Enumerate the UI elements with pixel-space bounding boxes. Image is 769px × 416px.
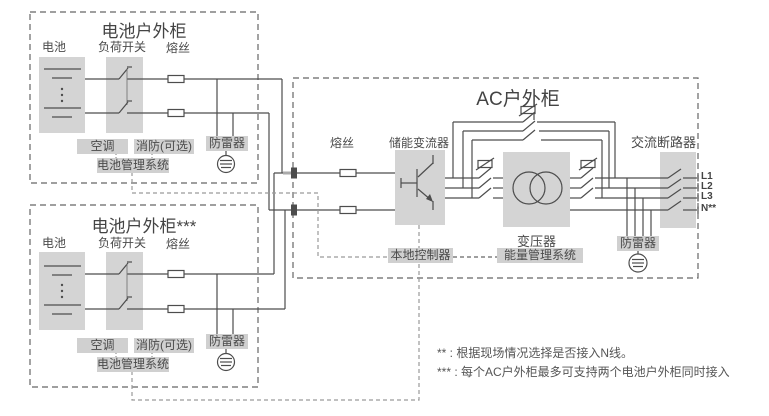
transformer-input-switch-symbol bbox=[475, 157, 495, 199]
battery1-symbol bbox=[44, 68, 81, 118]
footnote-n-line: ** : 根据现场情况选择是否接入N线。 bbox=[437, 346, 634, 360]
pcs-block bbox=[395, 150, 445, 225]
fuse2-label: 熔丝 bbox=[166, 237, 191, 251]
terminal-label-l1: L1 bbox=[701, 171, 713, 182]
ac-breaker-block bbox=[660, 152, 696, 228]
arrester1-symbol bbox=[216, 79, 236, 174]
dc-terminal-minus bbox=[291, 204, 297, 216]
bms2-to-controller-link bbox=[131, 263, 420, 401]
battery2-label: 电池 bbox=[42, 236, 67, 250]
terminal-label-l2: L2 bbox=[701, 181, 713, 192]
ems-label: 能量管理系统 bbox=[497, 248, 583, 263]
local-controller-label: 本地控制器 bbox=[388, 248, 453, 263]
battery1-label: 电池 bbox=[42, 40, 67, 54]
comm-links bbox=[131, 172, 497, 401]
ac-dc-input-lines bbox=[297, 168, 395, 215]
aircon1-label: 空调 bbox=[77, 139, 128, 154]
fuse-symbol bbox=[167, 108, 185, 118]
fuse-symbol bbox=[167, 74, 185, 84]
fuse-symbol bbox=[167, 304, 185, 314]
footnote-cabinets: *** : 每个AC户外柜最多可支持两个电池户外柜同时接入 bbox=[437, 365, 730, 379]
transformer-output-switch-symbol bbox=[578, 157, 598, 199]
load-switch1-label: 负荷开关 bbox=[98, 40, 147, 54]
bms1-to-controller-link bbox=[131, 172, 388, 258]
fire1-label: 消防(可选) bbox=[134, 139, 194, 154]
transformer-block bbox=[503, 152, 570, 227]
ac-cabinet-title: AC户外柜 bbox=[476, 89, 560, 110]
bms1-label: 电池管理系统 bbox=[97, 158, 170, 173]
arrester2-label: 防雷器 bbox=[206, 334, 248, 349]
terminal-label-n: N** bbox=[701, 203, 717, 214]
load-switch2-block bbox=[106, 252, 143, 330]
transformer-output-lines bbox=[570, 177, 668, 211]
load-switch1-block bbox=[106, 57, 143, 133]
ground-icon bbox=[216, 352, 236, 372]
bms2-label: 电池管理系统 bbox=[97, 357, 170, 372]
arrester2-symbol bbox=[216, 274, 236, 372]
battery2-symbol bbox=[44, 265, 81, 315]
component-blocks bbox=[39, 57, 696, 330]
load-switch2-label: 负荷开关 bbox=[98, 236, 147, 250]
dc-bus-junction bbox=[268, 79, 297, 309]
bypass-branch-lines bbox=[452, 121, 616, 198]
pcs-igbt-symbol bbox=[400, 155, 434, 210]
ground-icon bbox=[216, 154, 236, 174]
battery-cabinet-1-border bbox=[29, 11, 259, 184]
load-switch1-symbol bbox=[118, 66, 132, 114]
battery-cabinet-1-title: 电池户外柜 bbox=[101, 22, 187, 41]
transformer-label: 变压器 bbox=[516, 234, 556, 249]
pcs-label: 储能变流器 bbox=[389, 136, 450, 150]
ac-breaker-symbol bbox=[667, 168, 699, 214]
ac-arrester-symbol bbox=[626, 178, 652, 273]
load-switch2-symbol bbox=[118, 261, 132, 310]
ac-fuse-label: 熔丝 bbox=[330, 136, 355, 150]
fuse-symbol bbox=[167, 269, 185, 279]
terminal-label-l3: L3 bbox=[701, 191, 713, 202]
ac-breaker-label: 交流断路器 bbox=[631, 135, 697, 150]
cabinet1-dc-lines bbox=[85, 74, 282, 118]
transformer-symbol bbox=[512, 171, 563, 205]
arrester1-label: 防雷器 bbox=[206, 136, 248, 151]
ac-arrester-label: 防雷器 bbox=[617, 236, 659, 251]
bypass-switch-symbol bbox=[518, 103, 538, 141]
pcs-to-transformer-lines bbox=[445, 177, 503, 199]
fuse1-label: 熔丝 bbox=[166, 41, 191, 55]
battery-cabinet-2-border bbox=[29, 204, 259, 388]
cabinet2-dc-lines bbox=[85, 269, 285, 314]
dc-terminal-plus bbox=[291, 167, 297, 179]
aircon2-label: 空调 bbox=[77, 338, 128, 353]
fuse-symbol bbox=[339, 205, 357, 215]
battery-cabinet-2-title: 电池户外柜*** bbox=[91, 217, 197, 236]
fire2-label: 消防(可选) bbox=[134, 338, 194, 353]
ground-icon bbox=[628, 253, 648, 273]
fuse-symbol bbox=[339, 168, 357, 178]
